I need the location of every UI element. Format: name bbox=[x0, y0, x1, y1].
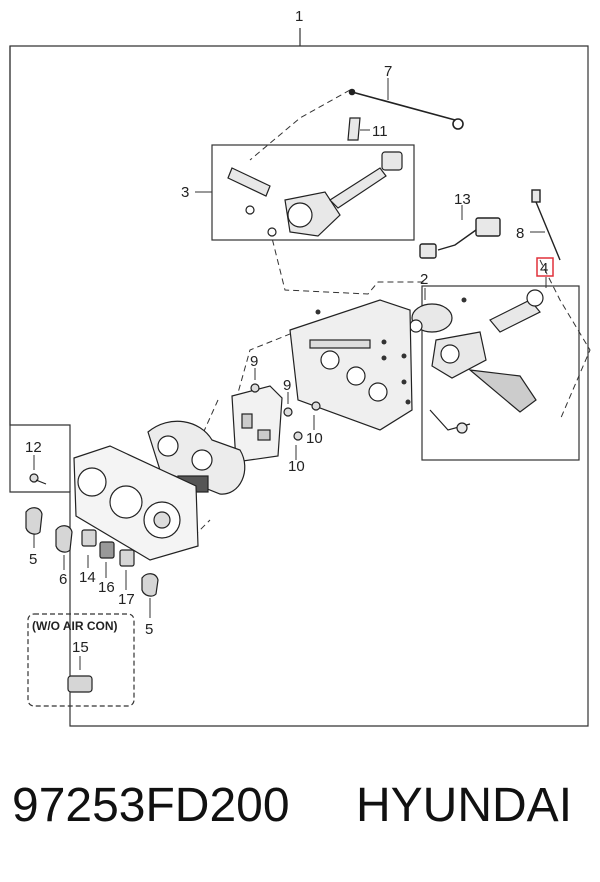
part-7-cable bbox=[348, 88, 464, 130]
callout-4-highlight bbox=[536, 257, 554, 277]
callout-7: 7 bbox=[384, 63, 392, 80]
part-pcb bbox=[231, 385, 283, 463]
part-3-actuator bbox=[227, 151, 403, 237]
parts-diagram: 1 7 11 3 13 8 2 4 9 9 10 10 12 5 6 14 16… bbox=[9, 8, 591, 727]
left-notch-frame bbox=[9, 46, 71, 492]
brand-name: HYUNDAI bbox=[356, 779, 573, 832]
part-knob-housing bbox=[147, 420, 246, 495]
part-11-bracket bbox=[347, 117, 361, 141]
part-4-actuator-assembly bbox=[429, 289, 544, 434]
knobs-and-buttons bbox=[25, 507, 159, 693]
parts-9-10-screws bbox=[250, 383, 321, 441]
callout-13: 13 bbox=[454, 191, 471, 208]
callout-8: 8 bbox=[516, 225, 524, 242]
callout-4: 4 bbox=[540, 260, 548, 277]
part-12-screw bbox=[29, 473, 47, 485]
callout-3: 3 bbox=[181, 184, 189, 201]
leader-lines bbox=[33, 78, 547, 670]
wo-air-con-label: (W/O AIR CON) bbox=[32, 619, 118, 633]
callout-2: 2 bbox=[420, 271, 428, 288]
callout-1: 1 bbox=[295, 8, 303, 25]
routing-lines bbox=[149, 89, 591, 561]
callout-11: 11 bbox=[372, 123, 388, 140]
part-8-cable bbox=[531, 189, 561, 261]
part-1-rear-case bbox=[289, 299, 413, 431]
callout-12: 12 bbox=[25, 439, 42, 456]
callout-9-lower: 9 bbox=[283, 377, 291, 394]
callout-16: 16 bbox=[98, 579, 115, 596]
part-number: 97253FD200 bbox=[12, 779, 290, 832]
subassembly-4-box bbox=[421, 285, 580, 461]
callout-6: 6 bbox=[59, 571, 67, 588]
part-2-motor bbox=[409, 303, 453, 333]
footer-row: 97253FD200 HYUNDAI bbox=[0, 770, 600, 860]
part-13-harness bbox=[419, 217, 501, 259]
callout-17: 17 bbox=[118, 591, 135, 608]
callout-5-right: 5 bbox=[145, 621, 153, 638]
callout-10-upper: 10 bbox=[306, 430, 323, 447]
callout-9-upper: 9 bbox=[250, 353, 258, 370]
callout-15: 15 bbox=[72, 639, 89, 656]
callout-14: 14 bbox=[79, 569, 96, 586]
callout-5-left: 5 bbox=[29, 551, 37, 568]
callout-10-lower: 10 bbox=[288, 458, 305, 475]
part-front-panel bbox=[73, 445, 199, 561]
screws-right bbox=[315, 297, 467, 405]
assembly-frame bbox=[9, 28, 589, 727]
